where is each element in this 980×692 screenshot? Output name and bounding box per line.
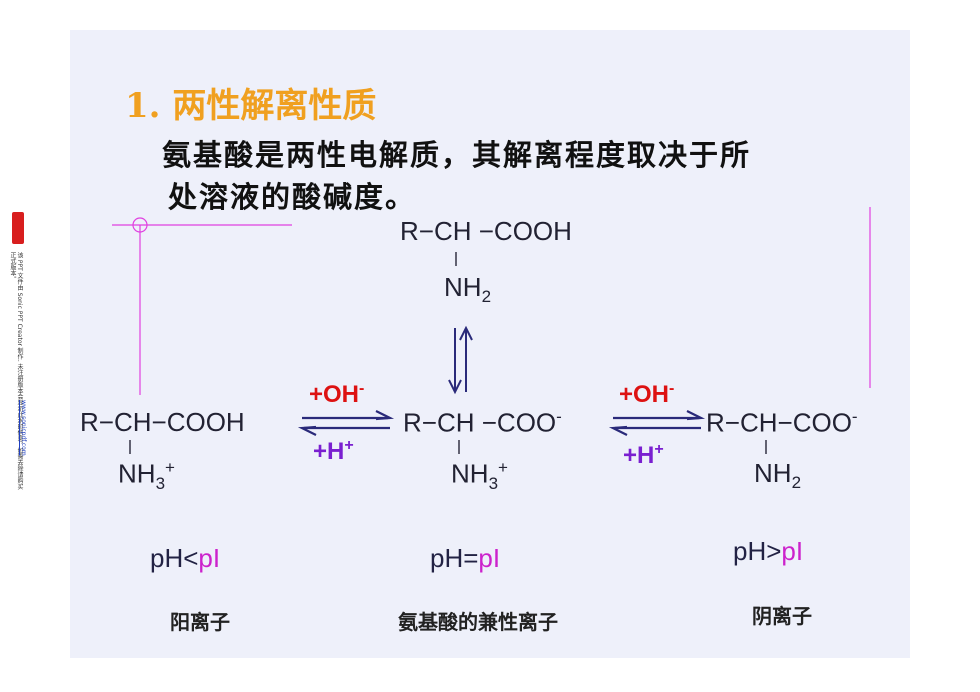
middle-structure-amino-group: NH3+ [451, 458, 508, 493]
intro-line-1: 氨基酸是两性电解质，其解离程度取决于所 [162, 138, 752, 172]
intro-line-2: 处溶液的酸碱度。 [168, 180, 417, 214]
caption-zwitterion: 氨基酸的兼性离子 [398, 610, 558, 634]
left-oh-reagent: +OH- [309, 380, 365, 408]
watermark-text: 该 PPT 文件由 Sonic PPT Creator 制作. 未注册版本会显示… [9, 252, 23, 490]
bond-lines [129, 252, 767, 454]
ph-label-left: pH<pI [150, 543, 221, 573]
right-structure-amino-group: NH2 [754, 458, 802, 493]
vertical-equilibrium-arrow [448, 325, 473, 395]
watermark-link[interactable]: www.sonicpdf.com [20, 400, 27, 456]
equilibrium-arrow-left [297, 410, 395, 436]
slide-title: 1. 两性解离性质 [125, 86, 377, 126]
ph-label-right: pH>pI [733, 536, 804, 566]
right-structure-chain: R−CH−COO- [706, 407, 858, 438]
left-h-reagent: +H+ [313, 437, 354, 465]
guide-lines [112, 207, 871, 395]
left-structure-chain: R−CH−COOH [80, 407, 245, 437]
watermark-logo-icon [12, 212, 24, 244]
slide-background [70, 30, 910, 658]
equilibrium-arrow-right [608, 410, 706, 436]
middle-structure-chain: R−CH −COO- [403, 407, 562, 438]
top-structure-chain: R−CH −COOH [400, 216, 572, 246]
right-oh-reagent: +OH- [619, 380, 675, 408]
left-structure-amino-group: NH3+ [118, 458, 175, 493]
caption-anion: 阴离子 [752, 604, 812, 628]
top-structure-amino-group: NH2 [444, 272, 492, 307]
right-h-reagent: +H+ [623, 441, 664, 469]
caption-cation: 阳离子 [170, 610, 230, 634]
ph-label-middle: pH=pI [430, 543, 501, 573]
watermark-sidebar: 该 PPT 文件由 Sonic PPT Creator 制作. 未注册版本会显示… [8, 212, 30, 492]
